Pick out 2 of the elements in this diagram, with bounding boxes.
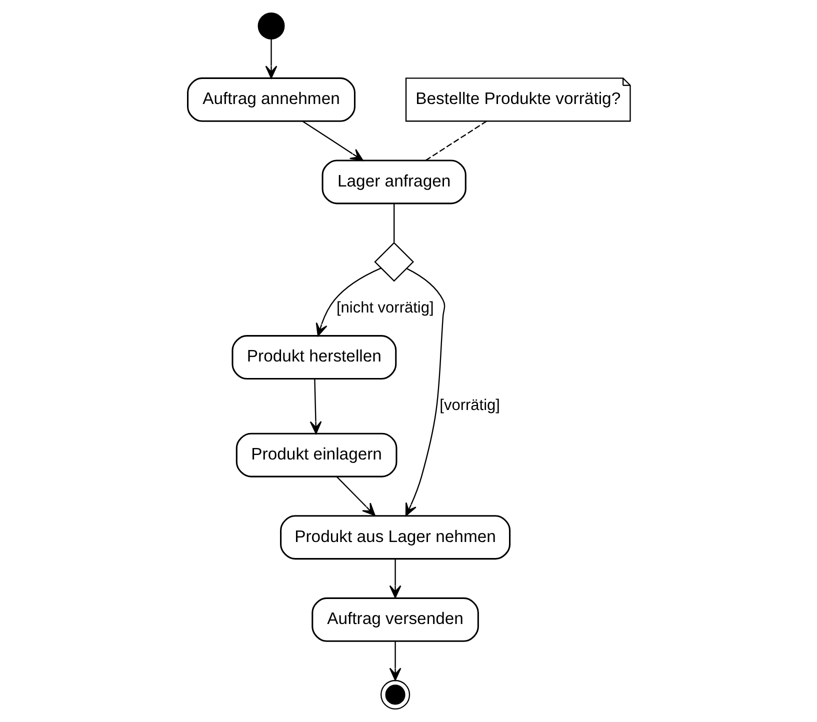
edge-label: [nicht vorrätig] (336, 299, 434, 316)
edge-label: [vorrätig] (439, 397, 500, 414)
